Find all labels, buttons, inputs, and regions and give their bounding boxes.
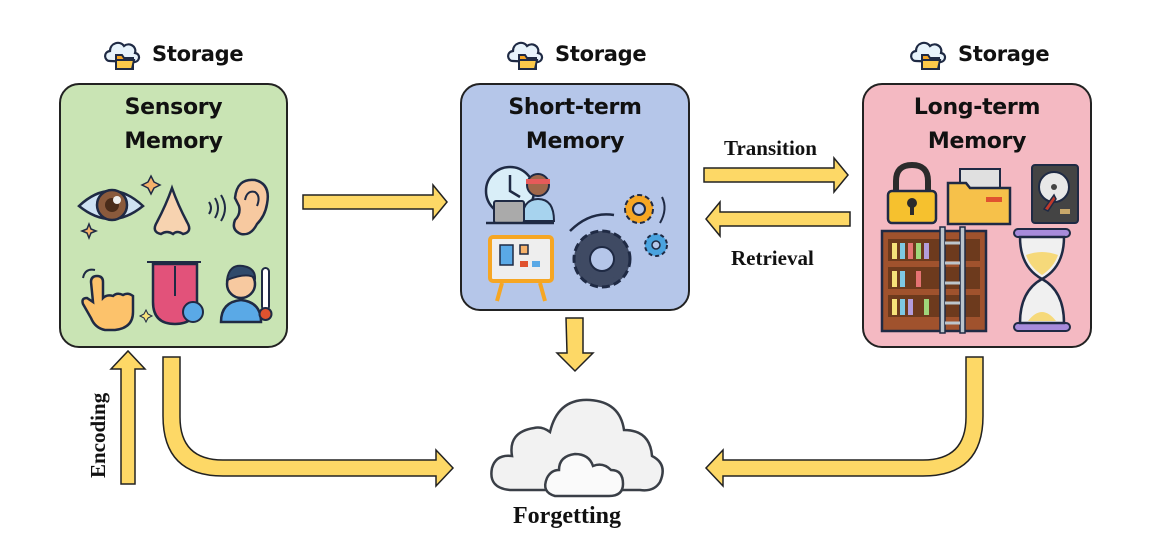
temperature-person-icon (219, 264, 273, 324)
long-term-icons (880, 161, 1079, 334)
storage-header-short-term: Storage (505, 36, 647, 72)
encoding-label: Encoding (86, 392, 110, 478)
storage-label: Storage (152, 42, 244, 66)
storage-header-sensory: Storage (102, 36, 244, 72)
sensory-memory-box: Sensory Memory (59, 83, 288, 348)
transition-label: Transition (724, 136, 817, 160)
bookshelf-icon (880, 226, 988, 334)
title-line: Sensory (124, 95, 223, 120)
storage-header-long-term: Storage (908, 36, 1050, 72)
long-term-memory-title: Long-term Memory (864, 91, 1090, 159)
retrieval-arrow (705, 199, 851, 239)
sensory-to-short-term-arrow (302, 182, 448, 222)
long-term-to-forgetting-arrow (704, 356, 984, 488)
short-term-icons (484, 165, 668, 302)
storage-label: Storage (958, 42, 1050, 66)
cloud-storage-icon (104, 41, 141, 70)
storage-label: Storage (555, 42, 647, 66)
padlock-icon (886, 161, 938, 225)
forgetting-label: Forgetting (513, 503, 621, 529)
title-line: Memory (124, 129, 223, 154)
sensory-to-forgetting-arrow (162, 356, 455, 488)
sensory-memory-title: Sensory Memory (61, 91, 286, 159)
gears-icon (569, 194, 668, 289)
eye-icon (77, 174, 162, 241)
retrieval-label: Retrieval (731, 246, 814, 270)
short-term-to-forgetting-arrow (555, 317, 595, 373)
title-line: Short-term (508, 95, 642, 120)
transition-arrow (703, 155, 849, 195)
short-term-memory-title: Short-term Memory (462, 91, 688, 159)
encoding-arrow (109, 349, 147, 485)
touch-hand-icon (81, 268, 135, 332)
long-term-memory-box: Long-term Memory (862, 83, 1092, 348)
task-board-icon (488, 235, 554, 302)
nose-icon (153, 184, 191, 236)
short-term-memory-box: Short-term Memory (460, 83, 690, 311)
hourglass-icon (1013, 228, 1071, 332)
title-line: Memory (927, 129, 1027, 154)
forgetting-cloud-icon (490, 398, 664, 498)
title-line: Memory (525, 129, 625, 154)
folder-icon (946, 168, 1012, 226)
hard-drive-icon (1031, 164, 1079, 224)
clock-worker-icon (484, 165, 556, 225)
ear-icon (208, 178, 269, 236)
tongue-icon (138, 261, 204, 326)
cloud-storage-icon (507, 41, 544, 70)
senses-icons (77, 174, 273, 332)
title-line: Long-term (913, 95, 1041, 120)
cloud-storage-icon (910, 41, 947, 70)
